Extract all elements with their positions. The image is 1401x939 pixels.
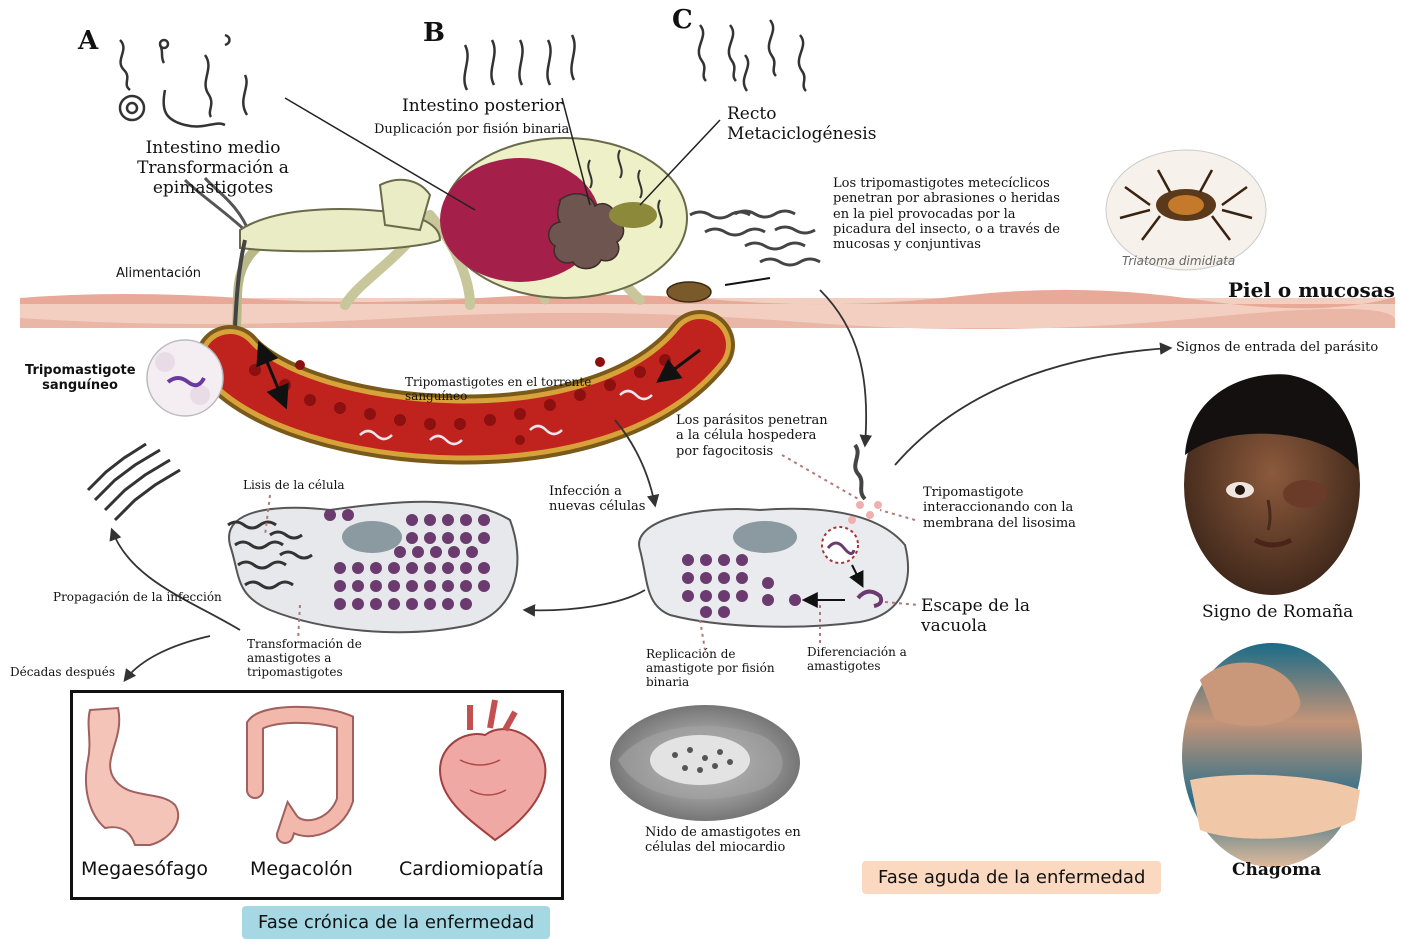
acute-phase-label: Fase aguda de la enfermedad	[862, 861, 1161, 894]
blood-smear	[147, 340, 223, 416]
lysing-cell	[228, 502, 517, 632]
feeding-label: Alimentación	[116, 266, 201, 281]
blood-trypomastigote-label: Tripomastigote sanguíneo	[25, 363, 135, 394]
propagation-label: Propagación de la infección	[53, 590, 222, 604]
organ-label-cardiomyopathy: Cardiomiopatía	[399, 858, 544, 880]
host-cell	[639, 445, 908, 627]
entry-signs-label: Signos de entrada del parásito	[1176, 340, 1378, 355]
rectum-label: Recto Metaciclogénesis	[727, 104, 876, 144]
differentiation-label: Diferenciación a amastigotes	[807, 645, 907, 673]
triatoma-photo	[1106, 150, 1266, 270]
decades-label: Décadas después	[10, 665, 115, 679]
romana-sign-photo	[1184, 374, 1360, 595]
lysosome-label: Tripomastigote interaccionando con la me…	[923, 485, 1076, 531]
metacyclic-trypomastigotes	[690, 211, 820, 265]
myocardium-nest-label: Nido de amastigotes en células del mioca…	[645, 825, 801, 856]
parasite-forms-b	[464, 35, 574, 90]
transformation-label: Transformación de amastigotes a tripomas…	[247, 637, 362, 679]
propagating-trypomastigotes	[88, 444, 180, 520]
new-cells-label: Infección a nuevas células	[549, 484, 645, 515]
parasite-forms-c	[699, 20, 806, 91]
organ-label-megaesophagus: Megaesófago	[81, 858, 208, 880]
lysis-label: Lisis de la célula	[243, 478, 345, 492]
stage-label-c: C	[672, 5, 693, 36]
stage-label-a: A	[78, 26, 98, 57]
entry-description: Los tripomastigotes metecíclicos penetra…	[833, 176, 1060, 253]
hindgut-label: Intestino posterior	[402, 96, 563, 116]
phagocytosis-label: Los parásitos penetran a la célula hospe…	[676, 413, 828, 459]
species-label: Triatoma dimidiata	[1122, 254, 1235, 268]
amastigote-nest-micrograph	[610, 705, 800, 821]
hindgut-sublabel: Duplicación por fisión binaria	[374, 122, 569, 137]
vacuole-escape-label: Escape de la vacuola	[921, 596, 1030, 636]
replication-label: Replicación de amastigote por fisión bin…	[646, 647, 775, 689]
midgut-label: Intestino medio Transformación a epimast…	[78, 138, 348, 198]
romana-sign-label: Signo de Romaña	[1202, 602, 1353, 622]
bloodstream-label: Tripomastigotes en el torrente sanguíneo	[405, 375, 591, 403]
stage-label-b: B	[423, 18, 445, 49]
skin-label: Piel o mucosas	[1228, 279, 1395, 303]
chagoma-label: Chagoma	[1232, 860, 1321, 880]
chronic-phase-label: Fase crónica de la enfermedad	[242, 906, 550, 939]
parasite-forms-a	[120, 35, 247, 126]
organ-label-megacolon: Megacolón	[250, 858, 353, 880]
chagoma-photo	[1182, 643, 1362, 867]
